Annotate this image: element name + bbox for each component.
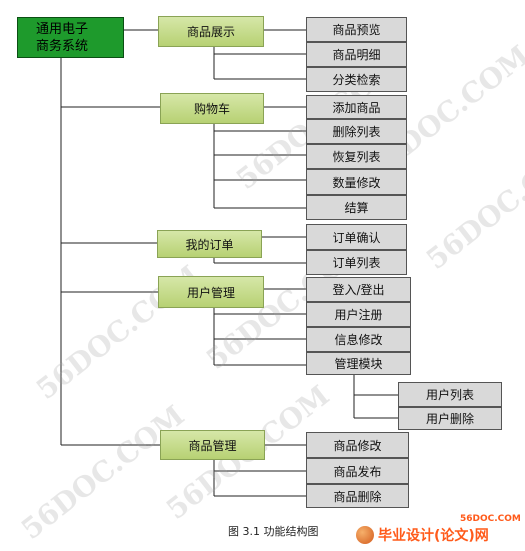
module-user-management: 用户管理 [158,276,264,308]
leaf-user-delete: 用户删除 [398,407,502,430]
leaf-product-delete: 商品删除 [306,484,409,508]
leaf-quantity-edit: 数量修改 [306,169,407,195]
logo-text: 毕业设计(论文)网 [378,528,489,544]
root-node: 通用电子 商务系统 [17,17,124,58]
module-my-orders: 我的订单 [157,230,262,258]
module-cart: 购物车 [160,93,264,124]
leaf-product-publish: 商品发布 [306,458,409,484]
root-line-2: 商务系统 [36,38,89,54]
leaf-order-confirm: 订单确认 [306,224,407,250]
leaf-info-edit: 信息修改 [306,327,411,352]
leaf-delete-list: 删除列表 [306,119,407,144]
leaf-admin-module: 管理模块 [306,352,411,375]
module-product-management: 商品管理 [160,430,265,460]
figure-caption: 图 3.1 功能结构图 [228,525,319,538]
logo-icon [356,526,374,544]
leaf-restore-list: 恢复列表 [306,144,407,169]
leaf-product-preview: 商品预览 [306,17,407,42]
leaf-user-register: 用户注册 [306,302,411,327]
site-logo: 毕业设计(论文)网 56DOC.COM [352,514,522,548]
leaf-add-product: 添加商品 [306,95,407,119]
leaf-product-edit: 商品修改 [306,432,409,458]
logo-small-text: 56DOC.COM [460,514,521,524]
leaf-category-search: 分类检索 [306,67,407,92]
leaf-user-list: 用户列表 [398,382,502,407]
leaf-order-list: 订单列表 [306,250,407,275]
leaf-login-logout: 登入/登出 [306,277,411,302]
module-product-display: 商品展示 [158,16,264,47]
leaf-checkout: 结算 [306,195,407,220]
leaf-product-detail: 商品明细 [306,42,407,67]
root-line-1: 通用电子 [36,21,89,37]
